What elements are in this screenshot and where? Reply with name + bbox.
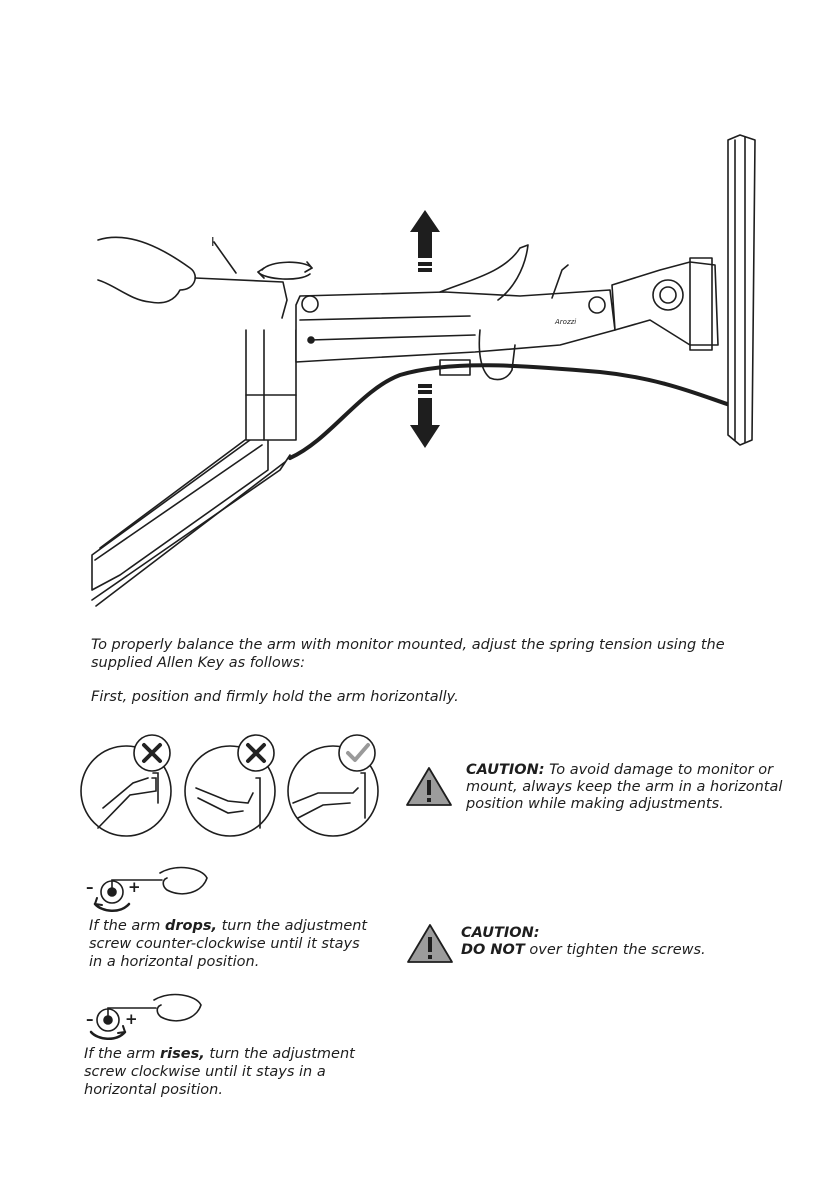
allen-key-marker: I	[211, 235, 215, 249]
minus-sign-2: –	[86, 1010, 94, 1028]
minus-sign: –	[86, 878, 94, 896]
drops-instruction: If the arm drops, turn the adjustment sc…	[89, 918, 368, 970]
incorrect-mark-2	[237, 734, 275, 772]
caution-do-not-overtighten: CAUTION: DO NOT over tighten the screws.	[461, 925, 801, 959]
plus-sign-2: +	[125, 1010, 138, 1028]
plus-sign: +	[128, 878, 141, 896]
arm-position-examples	[80, 734, 379, 837]
clockwise-adjust-icon	[89, 993, 202, 1040]
intro-text: To properly balance the arm with monitor…	[91, 636, 791, 672]
intro-line-1: To properly balance the arm with monitor…	[91, 637, 725, 653]
intro-line-2: supplied Allen Key as follows:	[91, 655, 305, 671]
rises-instruction: If the arm rises, turn the adjustment sc…	[84, 1046, 355, 1098]
rises-keyword: rises,	[159, 1046, 205, 1062]
caution-label: CAUTION:	[466, 762, 545, 778]
caution-avoid-damage: CAUTION: To avoid damage to monitor or m…	[466, 762, 783, 812]
correct-mark	[338, 734, 376, 772]
monitor-arm-illustration: Arozzi I	[91, 134, 756, 607]
drops-keyword: drops,	[164, 918, 217, 934]
warning-icon-2	[407, 924, 453, 963]
counter-clockwise-adjust-icon	[93, 866, 208, 912]
caution2-label: CAUTION:	[461, 925, 540, 941]
svg-text:Arozzi: Arozzi	[554, 318, 576, 326]
intro-line-3: First, position and firmly hold the arm …	[91, 689, 459, 705]
incorrect-mark-1	[133, 734, 171, 772]
warning-icon	[406, 767, 452, 806]
